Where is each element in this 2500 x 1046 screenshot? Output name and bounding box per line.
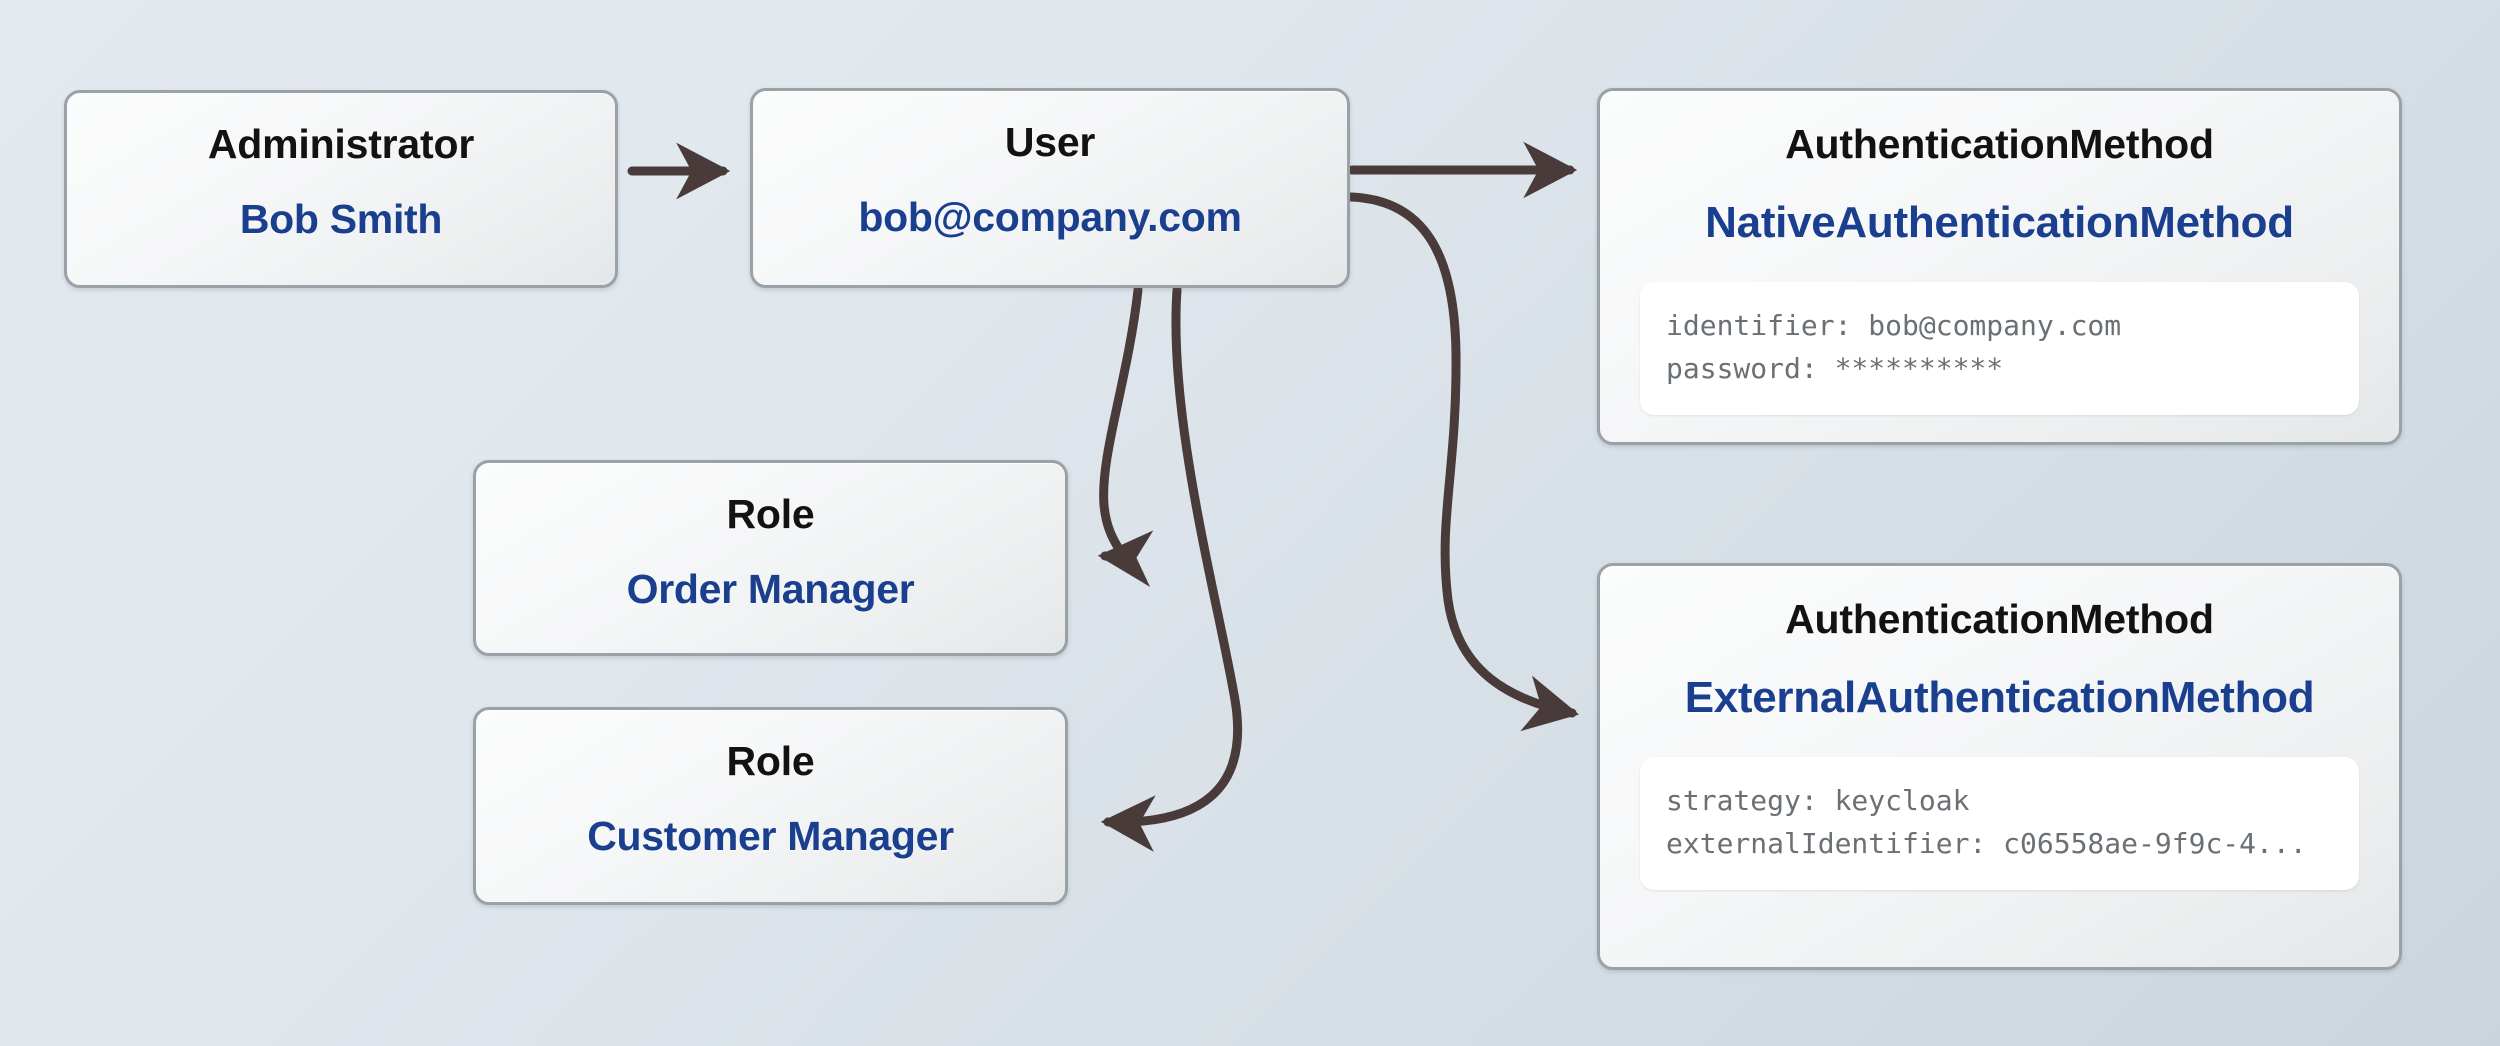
edge-user-to-role-order [1097,285,1154,587]
edge-user-to-auth-external [1346,192,1580,732]
node-role-order-manager-name: Order Manager [626,566,915,612]
node-role-customer-manager[interactable]: Role Customer Manager [473,707,1068,905]
node-external-authentication-method-type: AuthenticationMethod [1785,596,2214,642]
node-role-order-manager-type: Role [726,491,815,537]
node-administrator[interactable]: Administrator Bob Smith [64,90,618,288]
native-authentication-method-details: identifier: bob@company.com password: **… [1640,282,2359,415]
node-external-authentication-method[interactable]: AuthenticationMethod ExternalAuthenticat… [1597,563,2402,970]
external-authentication-method-details: strategy: keycloak externalIdentifier: c… [1640,757,2359,890]
detail-line-strategy: strategy: keycloak [1666,784,1970,817]
node-external-authentication-method-name: ExternalAuthenticationMethod [1684,673,2315,722]
node-user-name: bob@company.com [858,194,1242,240]
node-native-authentication-method-type: AuthenticationMethod [1785,121,2214,167]
node-native-authentication-method-name: NativeAuthenticationMethod [1705,198,2294,247]
detail-line-identifier: identifier: bob@company.com [1666,309,2122,342]
detail-line-password: password: ********** [1666,352,2004,386]
detail-line-external-identifier: externalIdentifier: c06558ae-9f9c-4... [1666,827,2307,861]
node-user[interactable]: User bob@company.com [750,88,1350,288]
node-role-order-manager[interactable]: Role Order Manager [473,460,1068,656]
node-native-authentication-method[interactable]: AuthenticationMethod NativeAuthenticatio… [1597,88,2402,445]
node-user-type: User [1004,119,1096,165]
node-administrator-type: Administrator [207,121,475,167]
node-role-customer-manager-type: Role [726,738,815,784]
edge-user-to-role-customer [1100,285,1243,852]
node-role-customer-manager-name: Customer Manager [587,813,954,859]
node-administrator-name: Bob Smith [239,196,443,242]
